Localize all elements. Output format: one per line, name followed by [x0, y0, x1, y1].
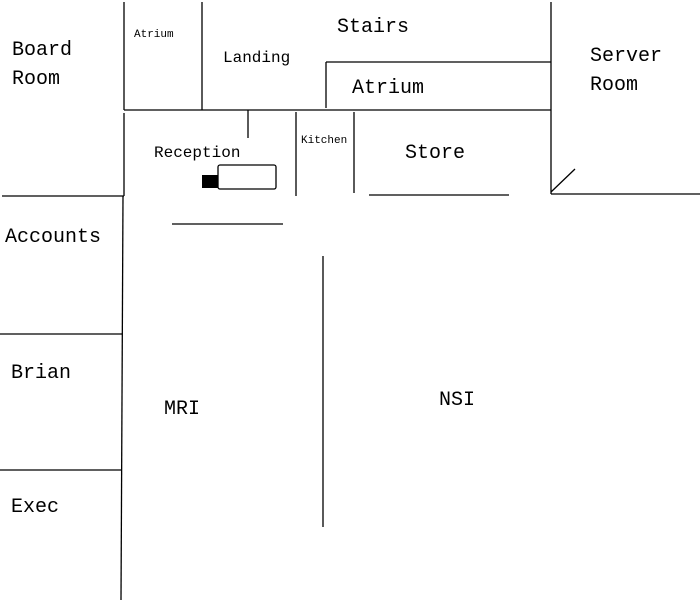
room-label-mri: MRI: [164, 398, 200, 421]
reception-desk: [202, 164, 277, 190]
room-label-nsi: NSI: [439, 389, 475, 412]
room-label-reception: Reception: [154, 144, 240, 162]
room-label-server-room: Server Room: [590, 45, 674, 97]
room-label-accounts: Accounts: [5, 226, 101, 249]
room-label-board-room: Board Room: [12, 39, 84, 91]
room-label-kitchen: Kitchen: [301, 135, 347, 147]
room-label-store: Store: [405, 142, 465, 165]
wall: [120, 195, 124, 600]
room-label-brian: Brian: [11, 362, 71, 385]
room-label-atrium-small: Atrium: [134, 29, 174, 41]
room-label-stairs: Stairs: [337, 16, 409, 39]
room-label-exec: Exec: [11, 496, 59, 519]
room-label-landing: Landing: [223, 49, 290, 67]
room-label-atrium-large: Atrium: [352, 77, 424, 100]
door-swing: [550, 168, 576, 193]
desk-marker-icon: [202, 175, 219, 188]
desk-outline: [217, 164, 277, 190]
